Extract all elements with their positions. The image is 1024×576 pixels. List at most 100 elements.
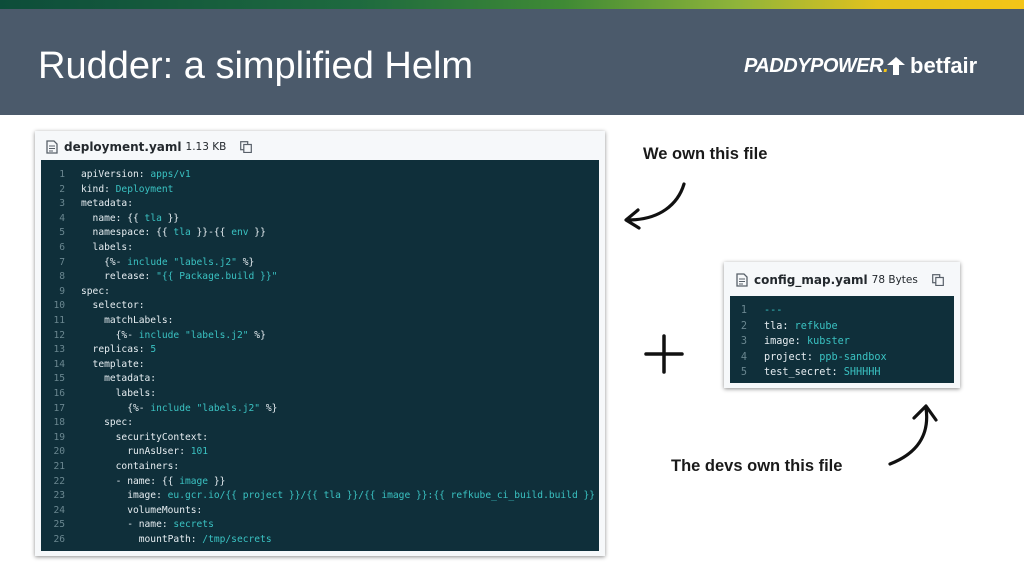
- code-line: 24 volumeMounts:: [41, 504, 599, 519]
- line-number: 8: [59, 271, 65, 283]
- betfair-logo: betfair: [885, 53, 977, 79]
- code-line: 16 labels:: [41, 387, 599, 402]
- line-number: 13: [53, 344, 65, 356]
- paddypower-logo-text: PADDYPOWER: [744, 55, 884, 77]
- deployment-file-header: deployment.yaml 1.13 KB: [35, 133, 605, 161]
- line-number: 2: [59, 183, 65, 195]
- line-number: 9: [59, 285, 65, 297]
- code-text: - name: secrets: [81, 518, 214, 533]
- code-value: apps/v1: [150, 169, 191, 180]
- code-line: 9 spec:: [41, 285, 599, 300]
- curved-arrow-up-icon: [888, 404, 938, 466]
- code-text: spec:: [81, 416, 133, 431]
- config-file-name: config_map.yaml: [754, 273, 868, 287]
- plus-icon: [644, 334, 684, 374]
- code-key: kind:: [81, 183, 116, 195]
- code-line: 26 mountPath: /tmp/secrets: [41, 533, 599, 548]
- paddypower-logo-dot: .: [883, 55, 889, 77]
- config-file-header: config_map.yaml 78 Bytes: [724, 265, 960, 295]
- code-key: spec:: [81, 417, 133, 429]
- code-key: spec:: [81, 285, 110, 297]
- code-key: tla:: [764, 320, 795, 332]
- line-number: 2: [740, 320, 747, 332]
- code-key: project:: [764, 351, 820, 363]
- code-text: metadata:: [81, 372, 156, 387]
- code-line: 2 kind: Deployment: [41, 183, 599, 198]
- code-line: 17 {%- include "labels.j2" %}: [41, 402, 599, 417]
- code-key: %}: [236, 256, 255, 268]
- code-key: %}: [248, 329, 266, 341]
- line-number: 17: [53, 402, 65, 414]
- line-number: 6: [59, 242, 65, 253]
- code-text: project: ppb-sandbox: [764, 350, 887, 366]
- code-text: - name: {{ image }}: [81, 475, 226, 490]
- code-key: %}: [260, 402, 278, 414]
- code-value: 101: [190, 446, 209, 458]
- code-key: volumeMounts:: [81, 504, 203, 516]
- code-value: 5: [150, 344, 157, 356]
- line-number: 20: [53, 446, 65, 458]
- code-key: }}: [161, 212, 180, 224]
- code-text: matchLabels:: [81, 314, 173, 329]
- code-value: secrets: [173, 519, 214, 531]
- code-line: 6 labels:: [41, 241, 599, 256]
- line-number: 21: [53, 461, 65, 472]
- code-key: image:: [81, 490, 168, 502]
- code-text: volumeMounts:: [81, 504, 202, 519]
- code-key: mountPath:: [81, 534, 203, 545]
- code-text: {%- include "labels.j2" %}: [81, 402, 277, 417]
- paddypower-logo: PADDYPOWER.: [744, 55, 889, 78]
- line-number: 3: [740, 336, 747, 348]
- code-text: runAsUser: 101: [81, 445, 208, 460]
- code-text: test_secret: SHHHHH: [764, 365, 881, 381]
- copy-icon[interactable]: [240, 141, 253, 153]
- line-number: 5: [59, 227, 65, 239]
- code-text: name: {{ tla }}: [81, 212, 180, 227]
- code-text: kind: Deployment: [81, 183, 173, 198]
- code-key: {%-: [81, 402, 151, 414]
- code-line: 4 name: {{ tla }}: [41, 212, 599, 227]
- code-value: refkube: [794, 320, 838, 332]
- code-key: {%-: [81, 256, 128, 268]
- line-number: 15: [53, 373, 65, 385]
- code-line: 12 {%- include "labels.j2" %}: [41, 329, 599, 344]
- code-value: eu.gcr.io/{{ project }}/{{ tla }}/{{ ima…: [167, 490, 596, 502]
- code-key: }}: [248, 227, 266, 239]
- code-value: SHHHHH: [843, 367, 881, 379]
- code-text: containers:: [81, 460, 180, 475]
- line-number: 14: [53, 358, 65, 370]
- code-text: image: eu.gcr.io/{{ project }}/{{ tla }}…: [81, 489, 595, 504]
- line-number: 16: [53, 388, 65, 399]
- line-number: 18: [53, 417, 65, 429]
- code-key: name: {{: [81, 212, 145, 224]
- code-text: {%- include "labels.j2" %}: [81, 329, 266, 344]
- code-text: template:: [81, 358, 145, 373]
- code-text: spec:: [81, 285, 110, 300]
- code-key: namespace: {{: [81, 227, 174, 239]
- code-key: runAsUser:: [81, 446, 191, 458]
- code-line: 23 image: eu.gcr.io/{{ project }}/{{ tla…: [41, 489, 599, 504]
- code-key: matchLabels:: [81, 315, 174, 326]
- code-key: apiVersion:: [81, 169, 151, 180]
- copy-icon[interactable]: [931, 274, 944, 286]
- deployment-file-size: 1.13 KB: [185, 141, 227, 153]
- code-text: labels:: [81, 241, 133, 256]
- line-number: 7: [59, 256, 65, 268]
- line-number: 4: [740, 351, 747, 363]
- code-text: labels:: [81, 387, 156, 402]
- code-value: "{{ Package.build }}": [156, 271, 278, 283]
- code-line: 15 metadata:: [41, 372, 599, 387]
- code-line: 19 securityContext:: [41, 431, 599, 446]
- line-number: 19: [53, 431, 65, 443]
- slide-title: Rudder: a simplified Helm: [38, 45, 474, 87]
- line-number: 4: [59, 212, 65, 224]
- code-key: replicas:: [81, 344, 151, 356]
- code-text: securityContext:: [81, 431, 208, 446]
- line-number: 23: [53, 490, 65, 502]
- line-number: 24: [53, 504, 65, 516]
